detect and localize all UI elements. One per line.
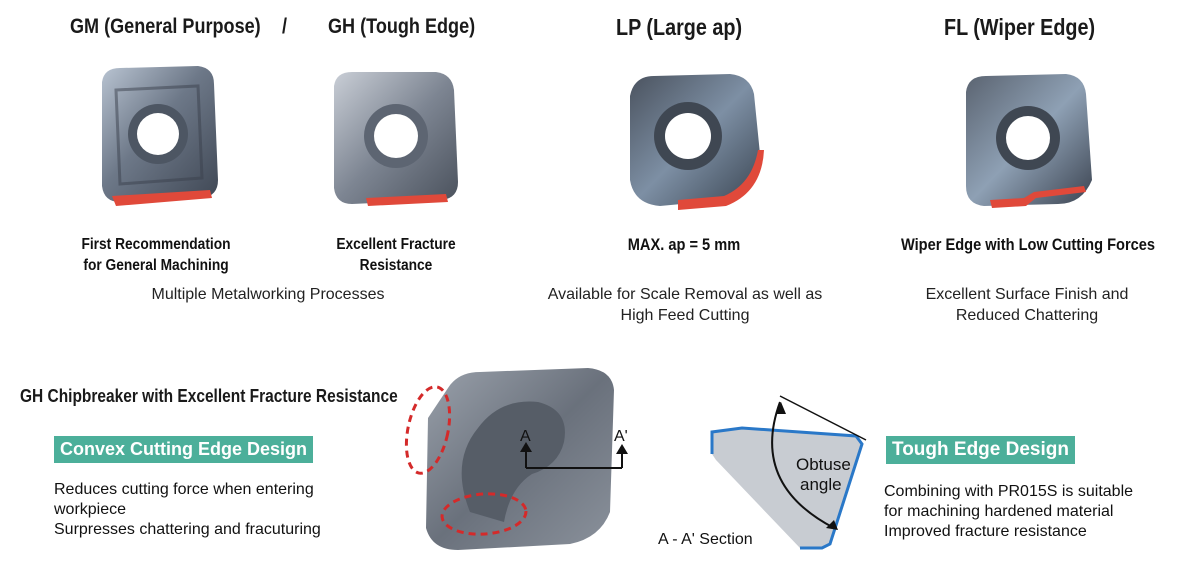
obtuse-line2: angle [800, 475, 842, 494]
convex-line3: Surpresses chattering and fracuturing [54, 521, 321, 538]
sub-lp: MAX. ap = 5 mm [627, 235, 741, 254]
desc-fl-line1: Excellent Surface Finish and [925, 286, 1129, 303]
sub-gh: Excellent Fracture Resistance [336, 236, 456, 274]
gh-chipbreaker-image: A A' [404, 368, 628, 550]
sub-gm-line1: First Recommendation [81, 236, 231, 253]
insert-lp-image [630, 74, 764, 210]
tough-badge: Tough Edge Design [886, 436, 1075, 464]
marker-a: A [520, 428, 531, 445]
convex-line1: Reduces cutting force when entering [54, 481, 314, 498]
heading-slash: / [282, 15, 288, 38]
sub-gm: First Recommendation for General Machini… [70, 234, 242, 276]
sub-fl: Wiper Edge with Low Cutting Forces [900, 235, 1156, 254]
heading-fl: FL (Wiper Edge) [944, 14, 1096, 40]
tough-text: Combining with PR015S is suitable for ma… [884, 482, 1184, 542]
sub-gm-line2: for General Machining [83, 257, 229, 274]
marker-a-prime: A' [614, 428, 628, 445]
insert-gh-image [334, 72, 458, 206]
desc-fl-line2: Reduced Chattering [955, 307, 1099, 324]
heading-gh: GH (Tough Edge) [328, 15, 476, 38]
convex-badge: Convex Cutting Edge Design [54, 436, 314, 463]
section-diagram: Obtuse angle [710, 395, 867, 550]
insert-fl-image [966, 74, 1092, 208]
heading-gm: GM (General Purpose) [70, 15, 261, 38]
desc-lp-line1: Available for Scale Removal as well as [547, 286, 823, 303]
desc-lp: Available for Scale Removal as well as H… [520, 284, 850, 326]
convex-text: Reduces cutting force when entering work… [54, 480, 394, 540]
tough-line1: Combining with PR015S is suitable [884, 483, 1134, 500]
chipbreaker-title: GH Chipbreaker with Excellent Fracture R… [20, 386, 398, 406]
desc-lp-line2: High Feed Cutting [620, 307, 750, 324]
desc-gm-gh: Multiple Metalworking Processes [151, 286, 385, 303]
tough-line2: for machining hardened material [884, 503, 1114, 520]
heading-lp: LP (Large ap) [616, 14, 743, 40]
tough-line3: Improved fracture resistance [884, 523, 1087, 540]
section-label: A - A' Section [658, 531, 753, 548]
insert-gm-image [102, 66, 218, 206]
obtuse-line1: Obtuse [796, 455, 851, 474]
desc-fl: Excellent Surface Finish and Reduced Cha… [886, 284, 1168, 326]
convex-line2: workpiece [54, 501, 127, 518]
